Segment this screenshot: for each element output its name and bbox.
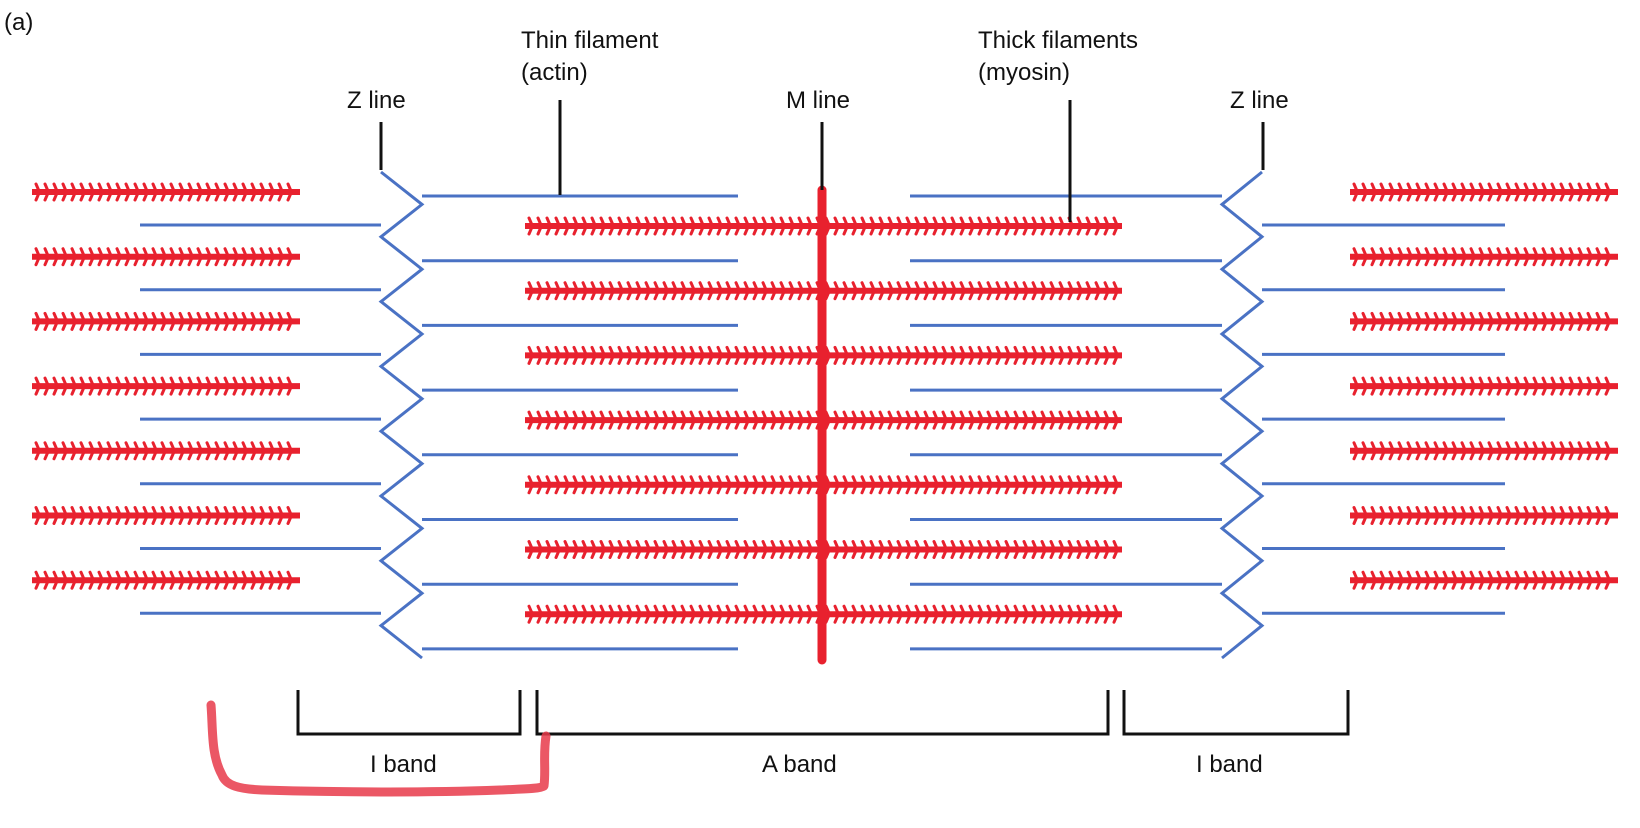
thin-filament-label-sub: (actin) xyxy=(521,59,588,86)
thick-filament-layer xyxy=(32,182,1618,624)
thick-filament-right-edge-4 xyxy=(1350,441,1618,461)
thick-filament-left-edge-1-myosin-heads xyxy=(34,247,293,267)
thick-filament-right-edge-4-myosin-heads xyxy=(1352,441,1611,461)
thin-filament-label: Thin filament xyxy=(521,27,659,54)
thick-filament-right-edge-2 xyxy=(1350,311,1618,331)
thick-filament-right-edge-2-myosin-heads xyxy=(1352,311,1611,331)
m-line-label: M line xyxy=(786,87,850,114)
thin-filament-layer xyxy=(140,194,1505,651)
z-line-right-label: Z line xyxy=(1230,87,1289,114)
thick-filament-left-edge-4 xyxy=(32,441,300,461)
thick-filament-right-edge-6-myosin-heads xyxy=(1352,570,1611,590)
thick-filaments-label-sub: (myosin) xyxy=(978,59,1070,86)
thick-filament-right-edge-0-myosin-heads xyxy=(1352,182,1611,202)
thick-filament-right-edge-1 xyxy=(1350,247,1618,267)
thick-filament-center-5-myosin-heads xyxy=(527,540,1119,559)
thick-filament-left-edge-2-myosin-heads xyxy=(34,311,293,331)
i-band-right-bracket xyxy=(1122,690,1350,736)
thick-filaments-label: Thick filaments xyxy=(978,27,1138,54)
band-brackets xyxy=(296,690,1350,736)
thick-filament-left-edge-3 xyxy=(32,376,300,396)
thick-filament-center-4-myosin-heads xyxy=(527,475,1119,495)
thick-filament-left-edge-3-myosin-heads xyxy=(34,376,293,396)
thick-filament-right-edge-5 xyxy=(1350,506,1618,525)
thick-filament-left-edge-2 xyxy=(32,311,300,331)
thick-filament-left-edge-6 xyxy=(32,570,300,590)
z-disc-left xyxy=(378,170,425,660)
thick-filament-right-edge-6 xyxy=(1350,570,1618,590)
thick-filament-left-edge-5 xyxy=(32,506,300,525)
thick-filament-center-3-myosin-heads xyxy=(527,410,1119,430)
thick-filament-right-edge-3-myosin-heads xyxy=(1352,376,1611,396)
leader-lines xyxy=(379,100,1265,222)
thick-filament-right-edge-0 xyxy=(1350,182,1618,202)
thick-filament-right-edge-3 xyxy=(1350,376,1618,396)
i-band-left-bracket xyxy=(296,690,522,736)
z-disc-layer xyxy=(378,170,1265,660)
hand-drawn-annotation xyxy=(206,700,551,797)
thick-filament-left-edge-0-myosin-heads xyxy=(34,182,293,202)
thick-filament-center-1-myosin-heads xyxy=(527,281,1119,301)
thick-filament-center-6-myosin-heads xyxy=(527,604,1119,624)
thick-filament-left-edge-6-myosin-heads xyxy=(34,570,293,590)
a-band-label: A band xyxy=(762,751,837,778)
thick-filament-left-edge-5-myosin-heads xyxy=(34,506,293,525)
thick-filament-left-edge-1 xyxy=(32,247,300,267)
a-band-bracket xyxy=(535,690,1110,736)
panel-label: (a) xyxy=(4,9,33,36)
thick-filament-left-edge-4-myosin-heads xyxy=(34,441,293,461)
thick-filament-left-edge-0 xyxy=(32,182,300,202)
z-line-left-label: Z line xyxy=(347,87,406,114)
i-band-right-label: I band xyxy=(1196,751,1263,778)
thick-filament-center-0-myosin-heads xyxy=(527,216,1119,236)
thick-filament-center-2-myosin-heads xyxy=(527,345,1119,365)
thick-filament-right-edge-5-myosin-heads xyxy=(1352,506,1611,525)
thick-filament-right-edge-1-myosin-heads xyxy=(1352,247,1611,267)
i-band-left-label: I band xyxy=(370,751,437,778)
z-disc-right xyxy=(1219,170,1265,660)
